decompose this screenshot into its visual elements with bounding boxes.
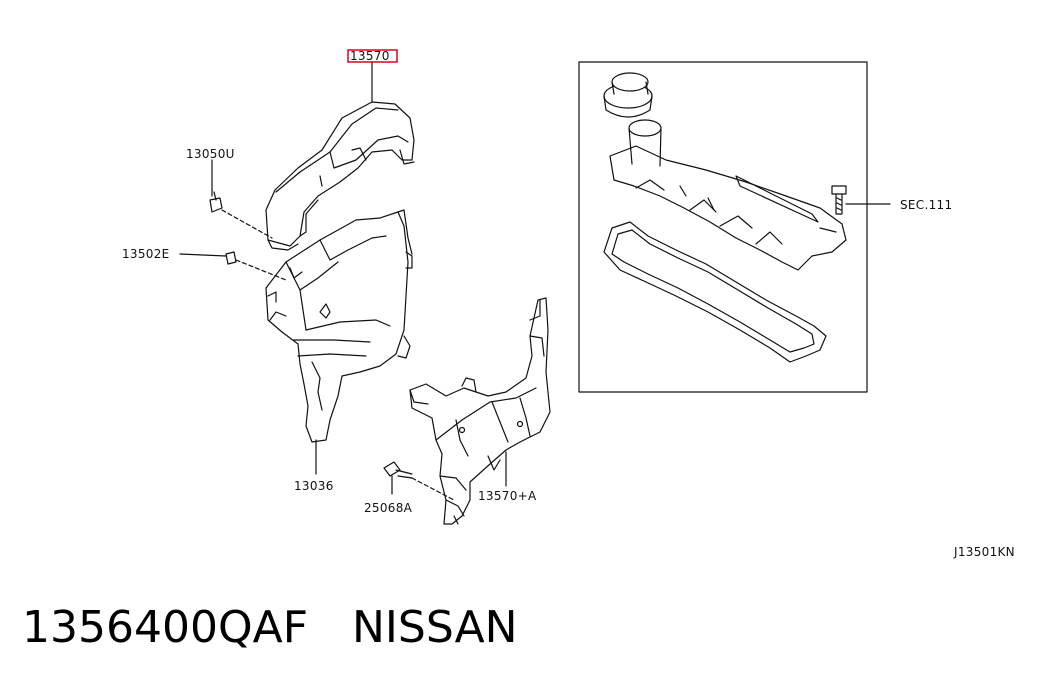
brand-name: NISSAN [352, 602, 518, 653]
lower-timing-cover [409, 297, 551, 525]
bolt-25068a [383, 461, 413, 479]
parts-diagram: 13570 13050U 13502E 13036 25068A 13570+A… [122, 49, 1015, 559]
callout-sec-111[interactable]: SEC.111 [900, 198, 952, 212]
rocker-cover [609, 119, 847, 271]
callout-13570[interactable]: 13570 [350, 49, 390, 63]
inner-timing-cover [265, 209, 413, 443]
oil-filler-cap [603, 72, 653, 118]
rocker-cover-gasket [603, 221, 827, 363]
callout-13036[interactable]: 13036 [294, 479, 334, 493]
bolt-13502e [225, 251, 237, 265]
assembly-lines [221, 209, 455, 501]
part-number: 1356400QAF [22, 602, 308, 653]
callout-13502e[interactable]: 13502E [122, 247, 170, 261]
bolt-sec111 [831, 185, 847, 215]
callout-13050u[interactable]: 13050U [186, 147, 235, 161]
footer: 1356400QAF NISSAN [22, 598, 518, 658]
leader-lines [179, 61, 891, 495]
callout-13570-a[interactable]: 13570+A [478, 489, 537, 503]
sec-111-frame [578, 61, 868, 393]
callout-25068a[interactable]: 25068A [364, 501, 413, 515]
upper-timing-cover [265, 101, 415, 251]
drawing-code: J13501KN [953, 545, 1015, 559]
highlight-box [347, 49, 398, 63]
clip-13050u [209, 191, 223, 213]
